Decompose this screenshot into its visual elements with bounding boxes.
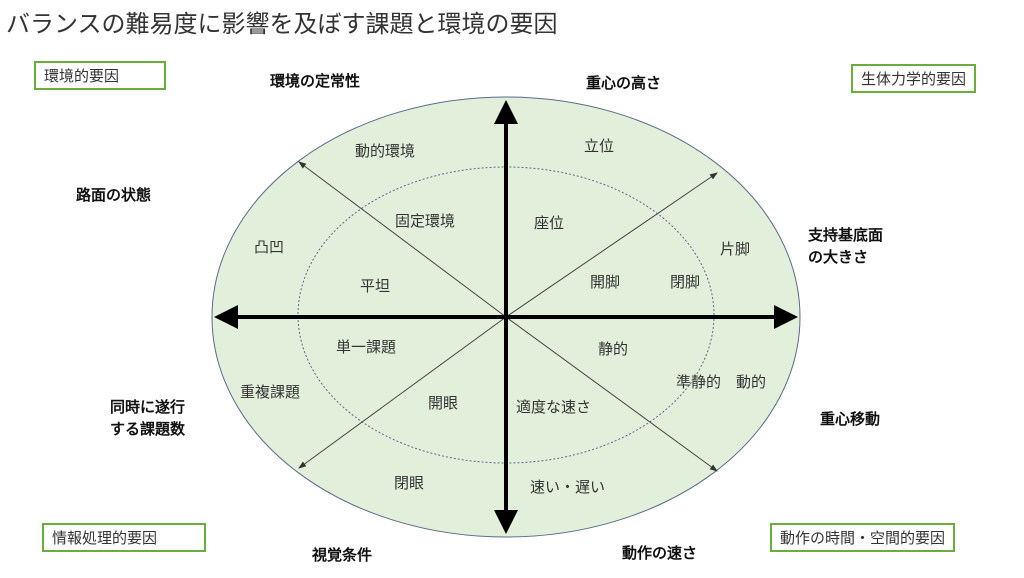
diag-bl (298, 316, 507, 469)
inner-label: 平坦 (360, 277, 391, 295)
axis-label: 重心移動 (820, 410, 881, 428)
axis-label: 動作の速さ (622, 544, 698, 562)
inner-label: 開眼 (428, 394, 459, 412)
inner-label: 単一課題 (336, 338, 397, 356)
outer-label: 動的環境 (355, 142, 416, 160)
axis-label: 重心の高さ (586, 74, 662, 92)
factor-environment: 環境的要因 (34, 61, 166, 90)
axis-label: 環境の定常性 (270, 72, 361, 90)
axis-label: 同時に遂行 する課題数 (110, 398, 186, 438)
axis-label: 視覚条件 (312, 546, 373, 564)
inner-label: 静的 (598, 340, 629, 358)
outer-label: 閉眼 (394, 474, 425, 492)
factor-biomechanical: 生体力学的要因 (851, 64, 977, 93)
axis-label: 路面の状態 (76, 186, 152, 204)
outer-label: 片脚 (720, 240, 751, 258)
factor-information: 情報処理的要因 (42, 523, 206, 552)
factor-timing: 動作の時間・空間的要因 (770, 523, 956, 552)
inner-label: 固定環境 (395, 212, 456, 230)
outer-label: 速い・遅い (530, 478, 606, 496)
inner-label: 座位 (534, 214, 565, 232)
outer-label: 重複課題 (240, 383, 301, 401)
diag-tr (505, 172, 718, 318)
outer-label: 準静的 動的 (676, 373, 767, 391)
page-title: バランスの難易度に影響を及ぼす課題と環境の要因 (6, 10, 558, 38)
outer-label: 立位 (584, 137, 615, 155)
diag-tl (298, 161, 507, 318)
inner-label: 開脚 (590, 273, 621, 291)
outer-label: 凸凹 (254, 238, 285, 256)
outer-label: 閉脚 (670, 273, 701, 291)
diag-br (505, 316, 718, 472)
inner-label: 適度な速さ (516, 398, 592, 416)
axis-label: 支持基底面 の大きさ (808, 226, 884, 266)
